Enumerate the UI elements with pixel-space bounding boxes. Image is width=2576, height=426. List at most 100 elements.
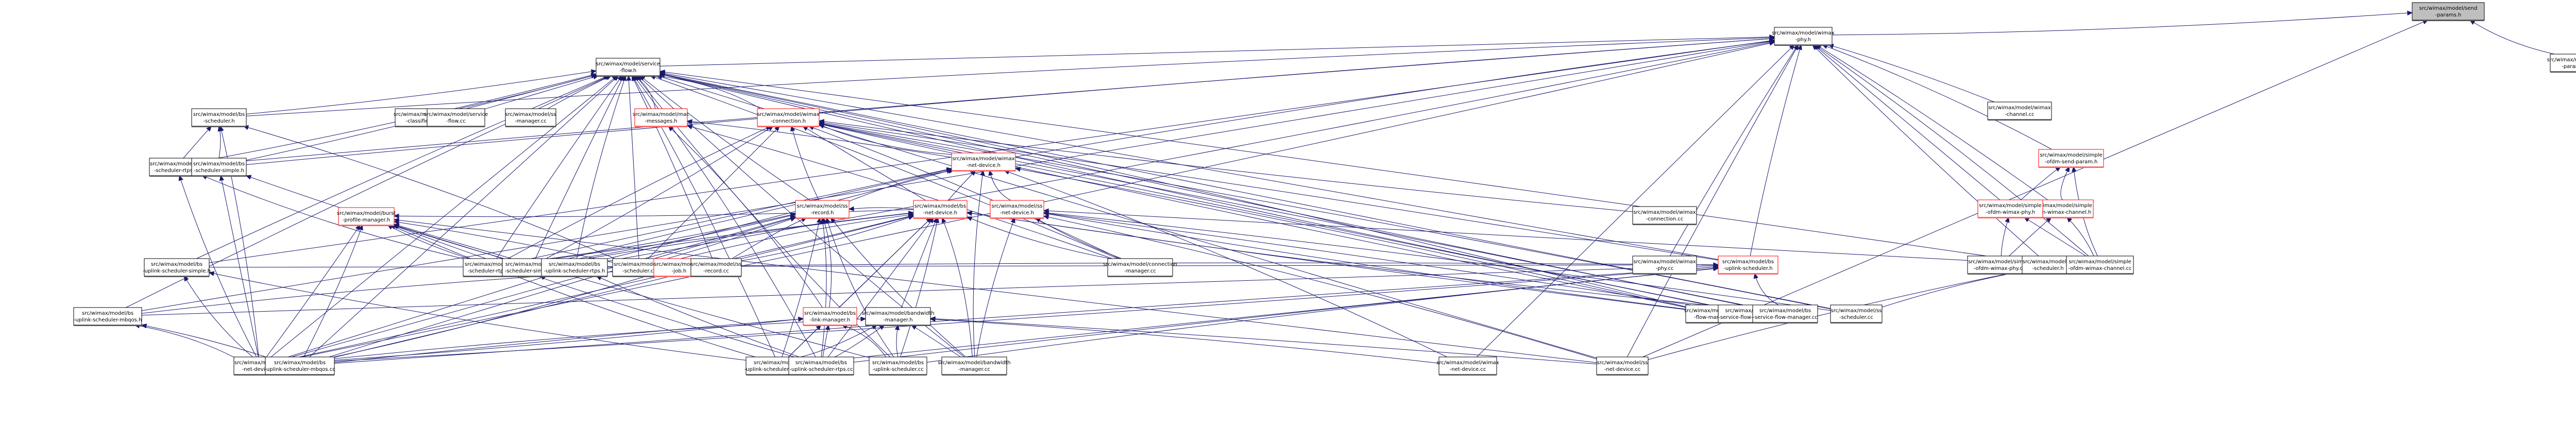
node-box[interactable] bbox=[2022, 255, 2074, 274]
node-wimax-phy-cc[interactable]: src/wimax/model/wimax-phy.cc bbox=[1632, 255, 1697, 275]
node-bs-uplink-scheduler-simple-h[interactable]: src/wimax/model/bs-uplink-scheduler-simp… bbox=[143, 258, 211, 277]
node-box[interactable] bbox=[1596, 356, 1649, 375]
node-bandwidth-manager-h[interactable]: src/wimax/model/bandwidth-manager.h bbox=[861, 307, 935, 326]
node-box[interactable] bbox=[1774, 27, 1833, 45]
node-box[interactable] bbox=[941, 356, 1007, 375]
node-label-line: -net-device.cc bbox=[242, 367, 279, 372]
node-box[interactable] bbox=[795, 200, 850, 218]
node-send-params-h[interactable]: src/wimax/model/send-params.h bbox=[2412, 2, 2485, 21]
node-bs-uplink-scheduler-mbqos-h[interactable]: src/wimax/model/bs-uplink-scheduler-mbqo… bbox=[73, 307, 142, 326]
edge-service_flow_manager_cc-to-wimax_net_device_h bbox=[1014, 166, 1686, 308]
arrowhead-icon bbox=[659, 72, 666, 77]
edge-line bbox=[517, 212, 914, 264]
node-simple-ofdm-wimax-phy-h[interactable]: src/wimax/model/simple-ofdm-wimax-phy.h bbox=[1977, 199, 2043, 218]
arrowhead-icon bbox=[860, 316, 867, 322]
node-box[interactable] bbox=[869, 356, 927, 375]
node-wimax-channel-cc[interactable]: src/wimax/model/wimax-channel.cc bbox=[1987, 101, 2052, 121]
node-bs-net-device-h[interactable]: src/wimax/model/bs-net-device.h bbox=[913, 200, 968, 219]
edge-ss_scheduler_h-to-ss_net_device_h bbox=[1043, 208, 2023, 264]
node-box[interactable] bbox=[757, 108, 820, 127]
node-bs-scheduler-h[interactable]: src/wimax/model/bs-scheduler.h bbox=[191, 108, 247, 127]
node-wimax-phy-h[interactable]: src/wimax/model/wimax-phy.h bbox=[1772, 27, 1835, 46]
edge-line bbox=[853, 267, 1719, 363]
node-bs-uplink-scheduler-rtps-h[interactable]: src/wimax/model/bs-uplink-scheduler-rtps… bbox=[541, 258, 608, 277]
node-label-line: -flow-manager.cc bbox=[1694, 315, 1738, 320]
arrowhead-icon bbox=[946, 167, 953, 173]
edge-line bbox=[930, 318, 1439, 364]
node-ss-manager-cc[interactable]: src/wimax/model/ss-manager.cc bbox=[505, 108, 556, 127]
node-box[interactable] bbox=[865, 307, 931, 326]
edge-ss_manager_cc-to-service_flow_h bbox=[547, 75, 612, 109]
node-box[interactable] bbox=[427, 108, 485, 127]
node-ss-record-cc[interactable]: src/wimax/model/ss-record.cc bbox=[690, 258, 742, 277]
node-bs-uplink-scheduler-mbqos-cc[interactable]: src/wimax/model/bs-uplink-scheduler-mbqo… bbox=[264, 356, 335, 376]
node-box[interactable] bbox=[191, 158, 247, 176]
node-box[interactable] bbox=[2550, 54, 2576, 72]
edge-line bbox=[246, 37, 1775, 116]
node-box[interactable] bbox=[265, 356, 335, 375]
node-box[interactable] bbox=[1977, 199, 2043, 218]
node-wimax-connection-h[interactable]: src/wimax/model/wimax-connection.h bbox=[757, 108, 820, 127]
arrowhead-icon bbox=[393, 213, 399, 219]
edge-line bbox=[1832, 12, 2413, 36]
node-box[interactable] bbox=[1632, 206, 1697, 225]
edge-bs_uplink_scheduler_rtps_h-to-wimax_phy_h bbox=[607, 40, 1775, 262]
node-box[interactable] bbox=[505, 108, 556, 127]
edge-line bbox=[607, 169, 952, 259]
node-bs-link-manager-h[interactable]: src/wimax/model/bs-link-manager.h bbox=[803, 307, 857, 326]
node-box[interactable] bbox=[1718, 255, 1778, 274]
node-box[interactable] bbox=[596, 58, 660, 76]
node-box[interactable] bbox=[1752, 304, 1818, 323]
node-simple-ofdm-send-param-h[interactable]: src/wimax/model/simple-ofdm-send-param.h bbox=[2038, 149, 2104, 168]
node-wimax-net-device-cc[interactable]: src/wimax/model/wimax-net-device.cc bbox=[1436, 356, 1499, 376]
node-box[interactable] bbox=[1830, 304, 1883, 323]
node-service-flow-cc[interactable]: src/wimax/model/service-flow.cc bbox=[424, 108, 488, 127]
node-connection-manager-cc[interactable]: src/wimax/model/connection-manager.cc bbox=[1103, 258, 1177, 277]
node-ss-scheduler-cc[interactable]: src/wimax/model/ss-scheduler.cc bbox=[1830, 304, 1883, 323]
node-wimax-connection-cc[interactable]: src/wimax/model/wimax-connection.cc bbox=[1632, 206, 1697, 225]
node-box[interactable] bbox=[541, 258, 608, 277]
edge-line bbox=[209, 40, 1775, 263]
edge-line bbox=[1814, 44, 2000, 200]
node-label-line: src/wimax/model/bs bbox=[1759, 308, 1811, 314]
node-ss-net-device-cc[interactable]: src/wimax/model/ss-net-device.cc bbox=[1596, 356, 1649, 376]
node-box[interactable] bbox=[634, 108, 688, 127]
node-burst-profile-manager-h[interactable]: src/wimax/model/burst-profile-manager.h bbox=[337, 207, 396, 226]
node-service-flow-h[interactable]: src/wimax/model/service-flow.h bbox=[596, 58, 660, 77]
node-box[interactable] bbox=[690, 258, 742, 277]
node-label-line: -uplink-scheduler-simple.cc bbox=[744, 367, 815, 372]
edge-line bbox=[394, 225, 503, 259]
node-box[interactable] bbox=[1987, 101, 2052, 120]
node-bandwidth-manager-cc[interactable]: src/wimax/model/bandwidth-manager.cc bbox=[938, 356, 1011, 376]
node-ss-scheduler-h[interactable]: src/wimax/model/ss-scheduler.h bbox=[2022, 255, 2074, 275]
node-simple-ofdm-wimax-channel-cc[interactable]: src/wimax/model/simple-ofdm-wimax-channe… bbox=[2066, 255, 2134, 275]
node-label-line: -job.h bbox=[672, 268, 686, 274]
node-label-line: -phy.cc bbox=[1656, 266, 1674, 271]
node-box[interactable] bbox=[1632, 255, 1697, 274]
node-label-line: src/wimax/model/mac bbox=[633, 112, 689, 117]
edge-line bbox=[659, 73, 1753, 308]
node-box[interactable] bbox=[990, 200, 1044, 218]
node-wimax-net-device-h[interactable]: src/wimax/model/wimax-net-device.h bbox=[951, 152, 1016, 172]
node-box[interactable] bbox=[788, 356, 854, 375]
node-bs-scheduler-simple-h[interactable]: src/wimax/model/bs-scheduler-simple.h bbox=[191, 158, 247, 177]
node-box[interactable] bbox=[338, 207, 395, 226]
node-ss-net-device-h[interactable]: src/wimax/model/ss-net-device.h bbox=[990, 200, 1044, 219]
edge-bandwidth_manager_cc-to-bandwidth_manager_h bbox=[911, 325, 961, 357]
edge-bs_net_device_cc-to-bandwidth_manager_h bbox=[286, 316, 867, 364]
node-bs-uplink-scheduler-cc[interactable]: src/wimax/model/bs-uplink-scheduler.cc bbox=[869, 356, 927, 376]
node-ss-record-h[interactable]: src/wimax/model/ss-record.h bbox=[795, 200, 850, 219]
node-bs-uplink-scheduler-rtps-cc[interactable]: src/wimax/model/bs-uplink-scheduler-rtps… bbox=[788, 356, 854, 376]
node-box[interactable] bbox=[191, 108, 247, 127]
node-box[interactable] bbox=[803, 307, 857, 326]
node-bs-uplink-scheduler-h[interactable]: src/wimax/model/bs-uplink-scheduler.h bbox=[1718, 255, 1778, 275]
edge-line bbox=[2469, 20, 2554, 55]
node-label-line: src/wimax/model/bs bbox=[1722, 259, 1774, 265]
node-simple-ofdm-wimax-phy-cc[interactable]: src/wimax/model/simple-ofdm-wimax-phy.cc bbox=[1967, 255, 2032, 275]
node-bs-service-flow-manager-cc[interactable]: src/wimax/model/bs-service-flow-manager.… bbox=[1752, 304, 1818, 323]
node-mac-messages-h[interactable]: src/wimax/model/mac-messages.h bbox=[633, 108, 689, 127]
node-label-line: -ofdm-send-param.h bbox=[2045, 159, 2098, 165]
node-box[interactable] bbox=[1438, 356, 1497, 375]
node-send-params-cc[interactable]: src/wimax/model/send-params.cc bbox=[2547, 54, 2576, 73]
node-box[interactable] bbox=[1107, 258, 1173, 277]
